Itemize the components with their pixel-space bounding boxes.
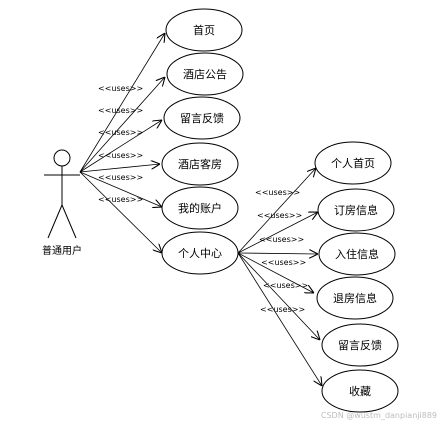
association-my-account: [79, 171, 162, 207]
association-personal-home: [237, 168, 316, 254]
sub-associations: [237, 168, 322, 386]
use-case-personal-home: 个人首页: [314, 141, 392, 185]
primary-use-cases: 首页 酒店公告 留言反馈 酒店客房 我的账户 个人中心: [161, 8, 244, 275]
uses-label: <<uses>>: [98, 173, 143, 182]
sub-use-cases: 个人首页 订房信息 入住信息 退房信息 留言反馈 收藏: [314, 141, 399, 413]
stick-figure-actor-icon: [44, 149, 80, 239]
use-case-checkout-info: 退房信息: [316, 276, 394, 320]
uses-label: <<uses>>: [98, 84, 143, 93]
use-case-feedback: 留言反馈: [163, 96, 241, 140]
association-feedback: [79, 120, 162, 173]
uses-label: <<uses>>: [98, 195, 143, 204]
uses-label: <<uses>>: [255, 188, 300, 197]
use-case-label: 首页: [193, 23, 215, 37]
uses-label: <<uses>>: [257, 211, 302, 220]
uses-label: <<uses>>: [98, 128, 143, 137]
use-case-hotel-rooms: 酒店客房: [161, 142, 239, 186]
use-case-label: 留言反馈: [180, 112, 224, 125]
use-case-checkin-info: 入住信息: [318, 232, 396, 276]
use-case-label: 订房信息: [334, 203, 378, 217]
use-case-label: 酒店客房: [178, 157, 222, 171]
association-checkin-info: [237, 253, 318, 254]
use-case-label: 个人首页: [331, 156, 375, 170]
uses-label: <<uses>>: [98, 151, 143, 160]
association-checkout-info: [237, 252, 314, 293]
use-case-home: 首页: [165, 8, 243, 52]
actor-associations: [79, 33, 165, 253]
use-case-label: 我的账户: [178, 201, 222, 215]
use-case-hotel-notice: 酒店公告: [166, 52, 244, 96]
association-hotel-rooms: [79, 164, 160, 173]
use-case-label: 退房信息: [333, 291, 377, 305]
use-case-label: 个人中心: [178, 247, 222, 260]
uses-label: <<uses>>: [261, 258, 306, 267]
use-case-favorites: 收藏: [321, 369, 399, 413]
uses-label: <<uses>>: [263, 281, 308, 290]
uses-label: <<uses>>: [259, 235, 304, 244]
use-case-my-account: 我的账户: [161, 186, 239, 230]
uses-label: <<uses>>: [98, 106, 143, 115]
association-hotel-notice: [79, 77, 165, 173]
use-case-label: 留言反馈: [338, 339, 382, 352]
sub-uses-labels: <<uses>> <<uses>> <<uses>> <<uses>> <<us…: [255, 188, 308, 314]
actor-uses-labels: <<uses>> <<uses>> <<uses>> <<uses>> <<us…: [98, 84, 143, 204]
uses-label: <<uses>>: [260, 305, 305, 314]
use-case-feedback-sub: 留言反馈: [321, 323, 399, 367]
association-feedback-sub: [237, 252, 320, 340]
association-home: [79, 33, 165, 173]
watermark: CSDN @wustm_danpianji889: [321, 411, 437, 420]
use-case-label: 入住信息: [335, 247, 379, 261]
actor: 普通用户: [42, 149, 82, 257]
use-case-booking-info: 订房信息: [317, 188, 395, 232]
use-case-personal-center: 个人中心: [161, 231, 239, 275]
association-favorites: [237, 252, 322, 386]
use-case-label: 收藏: [349, 384, 371, 398]
association-booking-info: [237, 212, 318, 254]
actor-name: 普通用户: [42, 244, 82, 257]
use-case-label: 酒店公告: [183, 67, 227, 81]
association-personal-center: [79, 171, 162, 253]
